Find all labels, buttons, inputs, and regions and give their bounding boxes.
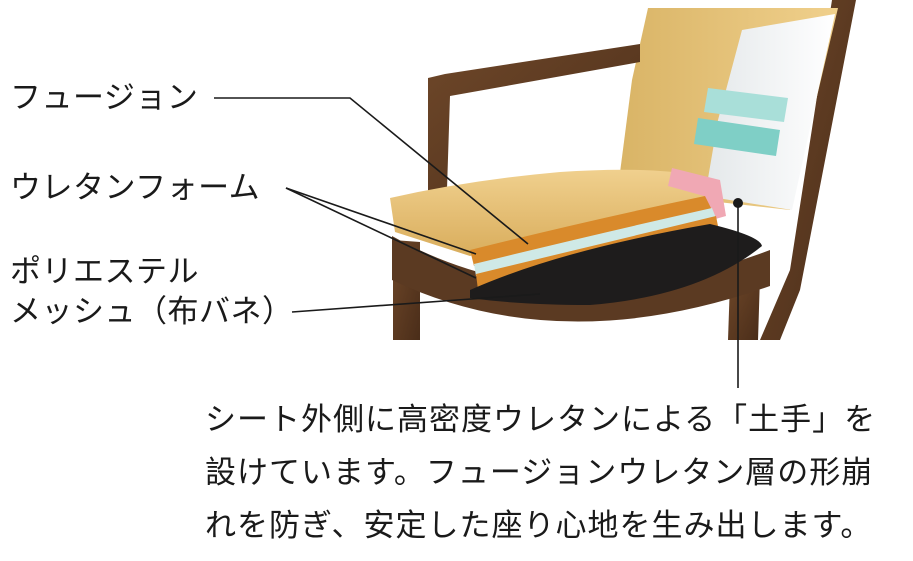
label-polyester: ポリエステル	[10, 254, 199, 290]
label-fusion: フュージョン	[10, 80, 199, 116]
urethane-layer	[474, 208, 716, 276]
caption-line-3: れを防ぎ、安定した座り心地を生み出します。	[205, 508, 873, 544]
armrest	[428, 44, 640, 225]
seat-top	[390, 169, 720, 256]
leader-fusion	[214, 97, 529, 245]
seat-rail	[392, 236, 770, 322]
leader-mesh	[291, 293, 541, 313]
mesh-fabric-spring	[470, 224, 762, 305]
leader-urethane-b	[285, 187, 477, 279]
embankment-urethane	[668, 168, 726, 220]
caption-line-1: シート外側に高密度ウレタンによる「土手」を	[205, 402, 877, 438]
label-urethane-foam: ウレタンフォーム	[10, 170, 261, 206]
rear-frame	[760, 0, 856, 340]
caption-line-2: 設けています。フュージョンウレタン層の形崩	[205, 455, 874, 491]
leader-urethane-a	[285, 187, 477, 255]
back-foam-layer-1	[704, 88, 788, 122]
leader-lines	[214, 97, 739, 388]
fusion-layer	[470, 196, 712, 266]
back-foam-layer-2	[694, 118, 780, 156]
label-mesh: メッシュ（布バネ）	[10, 294, 294, 330]
embankment-marker-dot	[733, 198, 743, 208]
